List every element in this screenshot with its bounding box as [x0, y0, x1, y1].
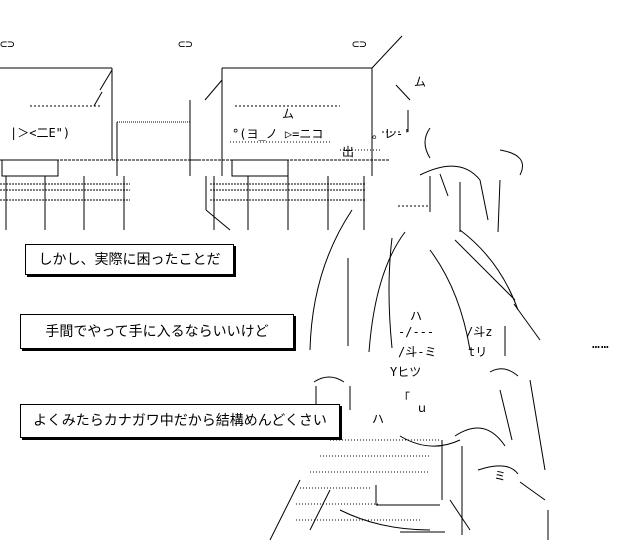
girl-mark-9: ハ	[410, 309, 422, 323]
caption-dialog-3: よくみたらカナガワ中だから結構めんどくさい	[20, 404, 340, 438]
bracket-left: ⊂⊃	[0, 37, 14, 51]
girl-mark-4: tリ	[468, 345, 487, 359]
girl-mark-3: /斗-ミ	[398, 345, 436, 359]
ellipsis-text: ……	[592, 337, 610, 352]
face-right: 。レ-'	[372, 127, 410, 141]
girl-mark-8: ミ	[494, 469, 506, 483]
girl-mark-1: -/---	[398, 325, 434, 339]
caption-dialog-1: しかし、実際に困ったことだ	[25, 244, 234, 275]
face-left: |＞<二E")	[10, 126, 70, 140]
girl-mark-10: ハ	[372, 412, 384, 426]
face-middle: °(ヨ_ノ ▷=ニコ	[232, 127, 323, 141]
face-middle-mark: ム	[282, 107, 294, 121]
bracket-middle: ⊂⊃	[178, 37, 192, 51]
caption-dialog-2: 手間でやって手に入るならいいけど	[20, 314, 294, 349]
girl-mark-5: Yヒツ	[390, 365, 421, 379]
right-mark: ム	[414, 75, 426, 89]
hands-mark: 出	[342, 145, 354, 159]
girl-mark-6: ｕ	[416, 401, 428, 415]
girl-mark-7: 「	[398, 391, 410, 405]
bracket-right: ⊂⊃	[352, 37, 366, 51]
girl-mark-2: /斗z	[466, 325, 492, 339]
